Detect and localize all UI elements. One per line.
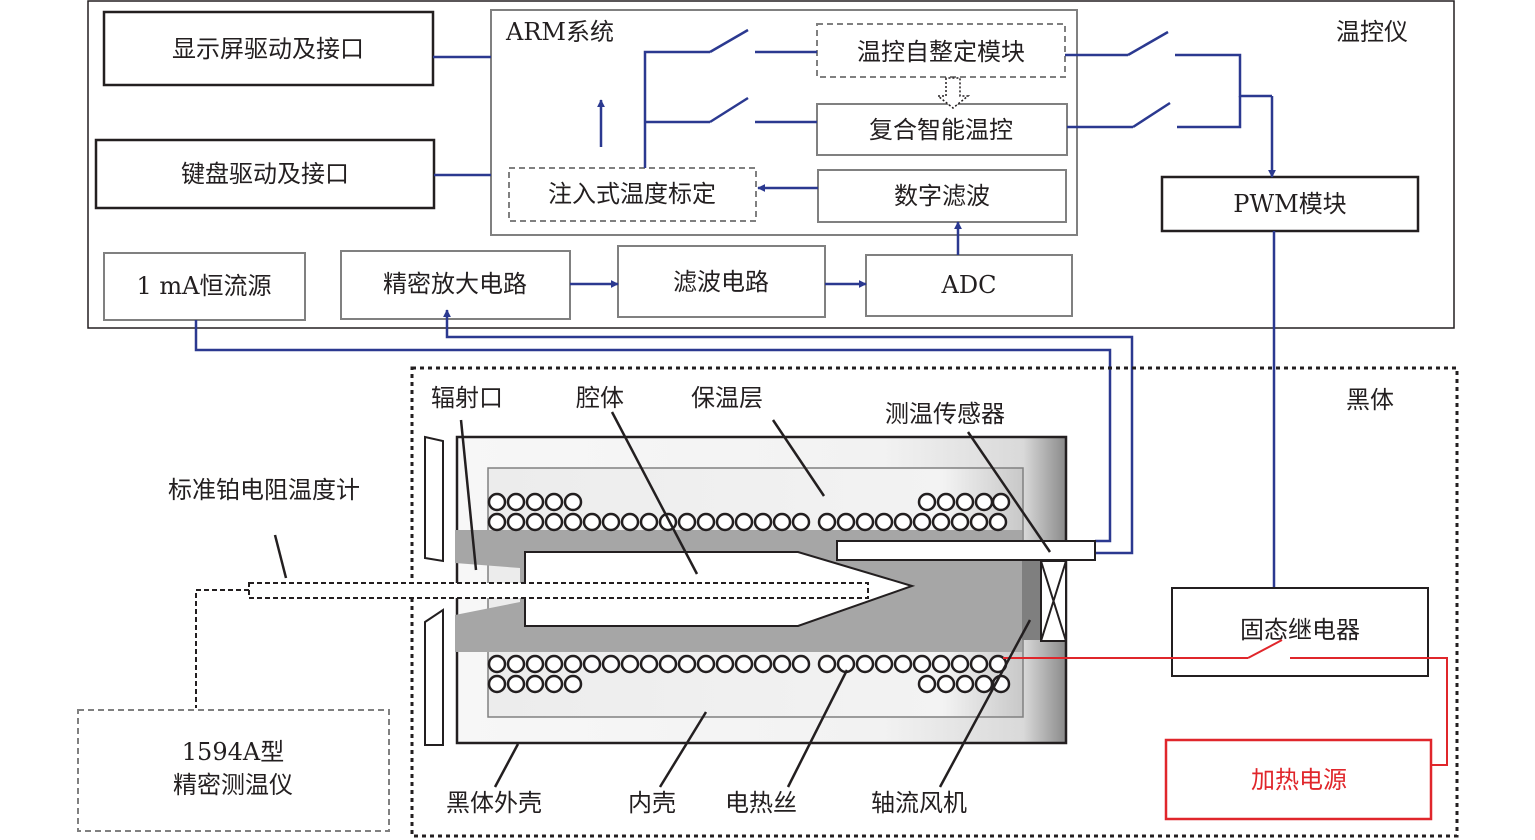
display-driver-label: 显示屏驱动及接口: [172, 35, 364, 63]
radiation-port-lower-plate: [424, 608, 444, 746]
current-source-to-sensor-line: [194, 320, 1112, 543]
arm-system-box: [490, 9, 1078, 236]
heating-wire-label: 电热丝: [725, 789, 797, 817]
blackbody-title: 黑体: [1346, 386, 1394, 414]
switch-3-out: [1175, 53, 1272, 98]
heating-power-wiring: [1003, 639, 1448, 766]
display-driver-box: [102, 10, 435, 87]
fan-label: 轴流风机: [871, 789, 967, 817]
heating-power-label: 加热电源: [1251, 766, 1347, 794]
sensor-to-amplifier-line: [443, 309, 1134, 555]
keyboard-driver-label: 键盘驱动及接口: [181, 160, 349, 188]
digital-filter-label: 数字滤波: [894, 182, 990, 210]
prt-label: 标准铂电阻温度计: [168, 476, 360, 504]
injection-bus-line: [643, 50, 710, 168]
composite-control-box: [816, 103, 1068, 156]
radiation-port-upper-plate: [424, 435, 444, 563]
heating-wire-coils: [487, 492, 1011, 694]
digital-filter-box: [817, 169, 1067, 223]
radiation-port-label: 辐射口: [431, 384, 503, 412]
sensor-label: 测温传感器: [885, 400, 1005, 428]
pwm-module-box: [1160, 175, 1420, 233]
composite-control-label: 复合智能温控: [869, 116, 1013, 144]
pwm-module-label: PWM模块: [1233, 190, 1346, 218]
outer-shell-label: 黑体外壳: [446, 789, 542, 817]
cavity-label: 腔体: [576, 384, 624, 412]
switch-2-blade: [709, 96, 749, 124]
inner-shell-label: 内壳: [628, 789, 676, 817]
amplifier-label: 精密放大电路: [383, 270, 527, 298]
leader-lines: [273, 411, 1052, 788]
switch-3-blade: [1127, 30, 1169, 57]
solid-state-relay-label: 固态继电器: [1240, 616, 1360, 644]
controller-title: 温控仪: [1336, 18, 1408, 46]
arm-system-label: ARM系统: [505, 18, 614, 46]
switch-4-out: [1177, 96, 1242, 129]
prt-probe: [195, 582, 869, 708]
self-tuning-label: 温控自整定模块: [857, 38, 1025, 66]
current-source-box: [103, 252, 306, 321]
switch-1-blade: [709, 28, 749, 54]
tuning-hollow-arrow: [935, 77, 971, 109]
current-source-label: 1 mA恒流源: [137, 272, 272, 300]
injection-calibration-label: 注入式温度标定: [548, 180, 716, 208]
adc-label: ADC: [941, 271, 997, 299]
injection-calibration-box: [508, 167, 757, 222]
fan-housing: [1022, 548, 1040, 640]
precision-meter-box: [77, 709, 390, 832]
fan-symbol: [1040, 560, 1067, 642]
heating-power-box: [1164, 738, 1433, 821]
switch-4-blade: [1132, 101, 1171, 129]
insulation-label: 保温层: [691, 384, 763, 412]
solid-state-relay-box: [1171, 587, 1429, 677]
temperature-sensor-bar: [836, 540, 1096, 561]
controller-frame: [87, 0, 1455, 329]
self-tuning-box: [816, 23, 1066, 78]
precision-meter-label-2: 精密测温仪: [173, 771, 293, 799]
precision-meter-label-1: 1594A型: [182, 738, 284, 766]
controller-wiring: [194, 28, 1278, 621]
filter-circuit-label: 滤波电路: [673, 268, 769, 296]
blackbody-frame: [410, 366, 1459, 838]
